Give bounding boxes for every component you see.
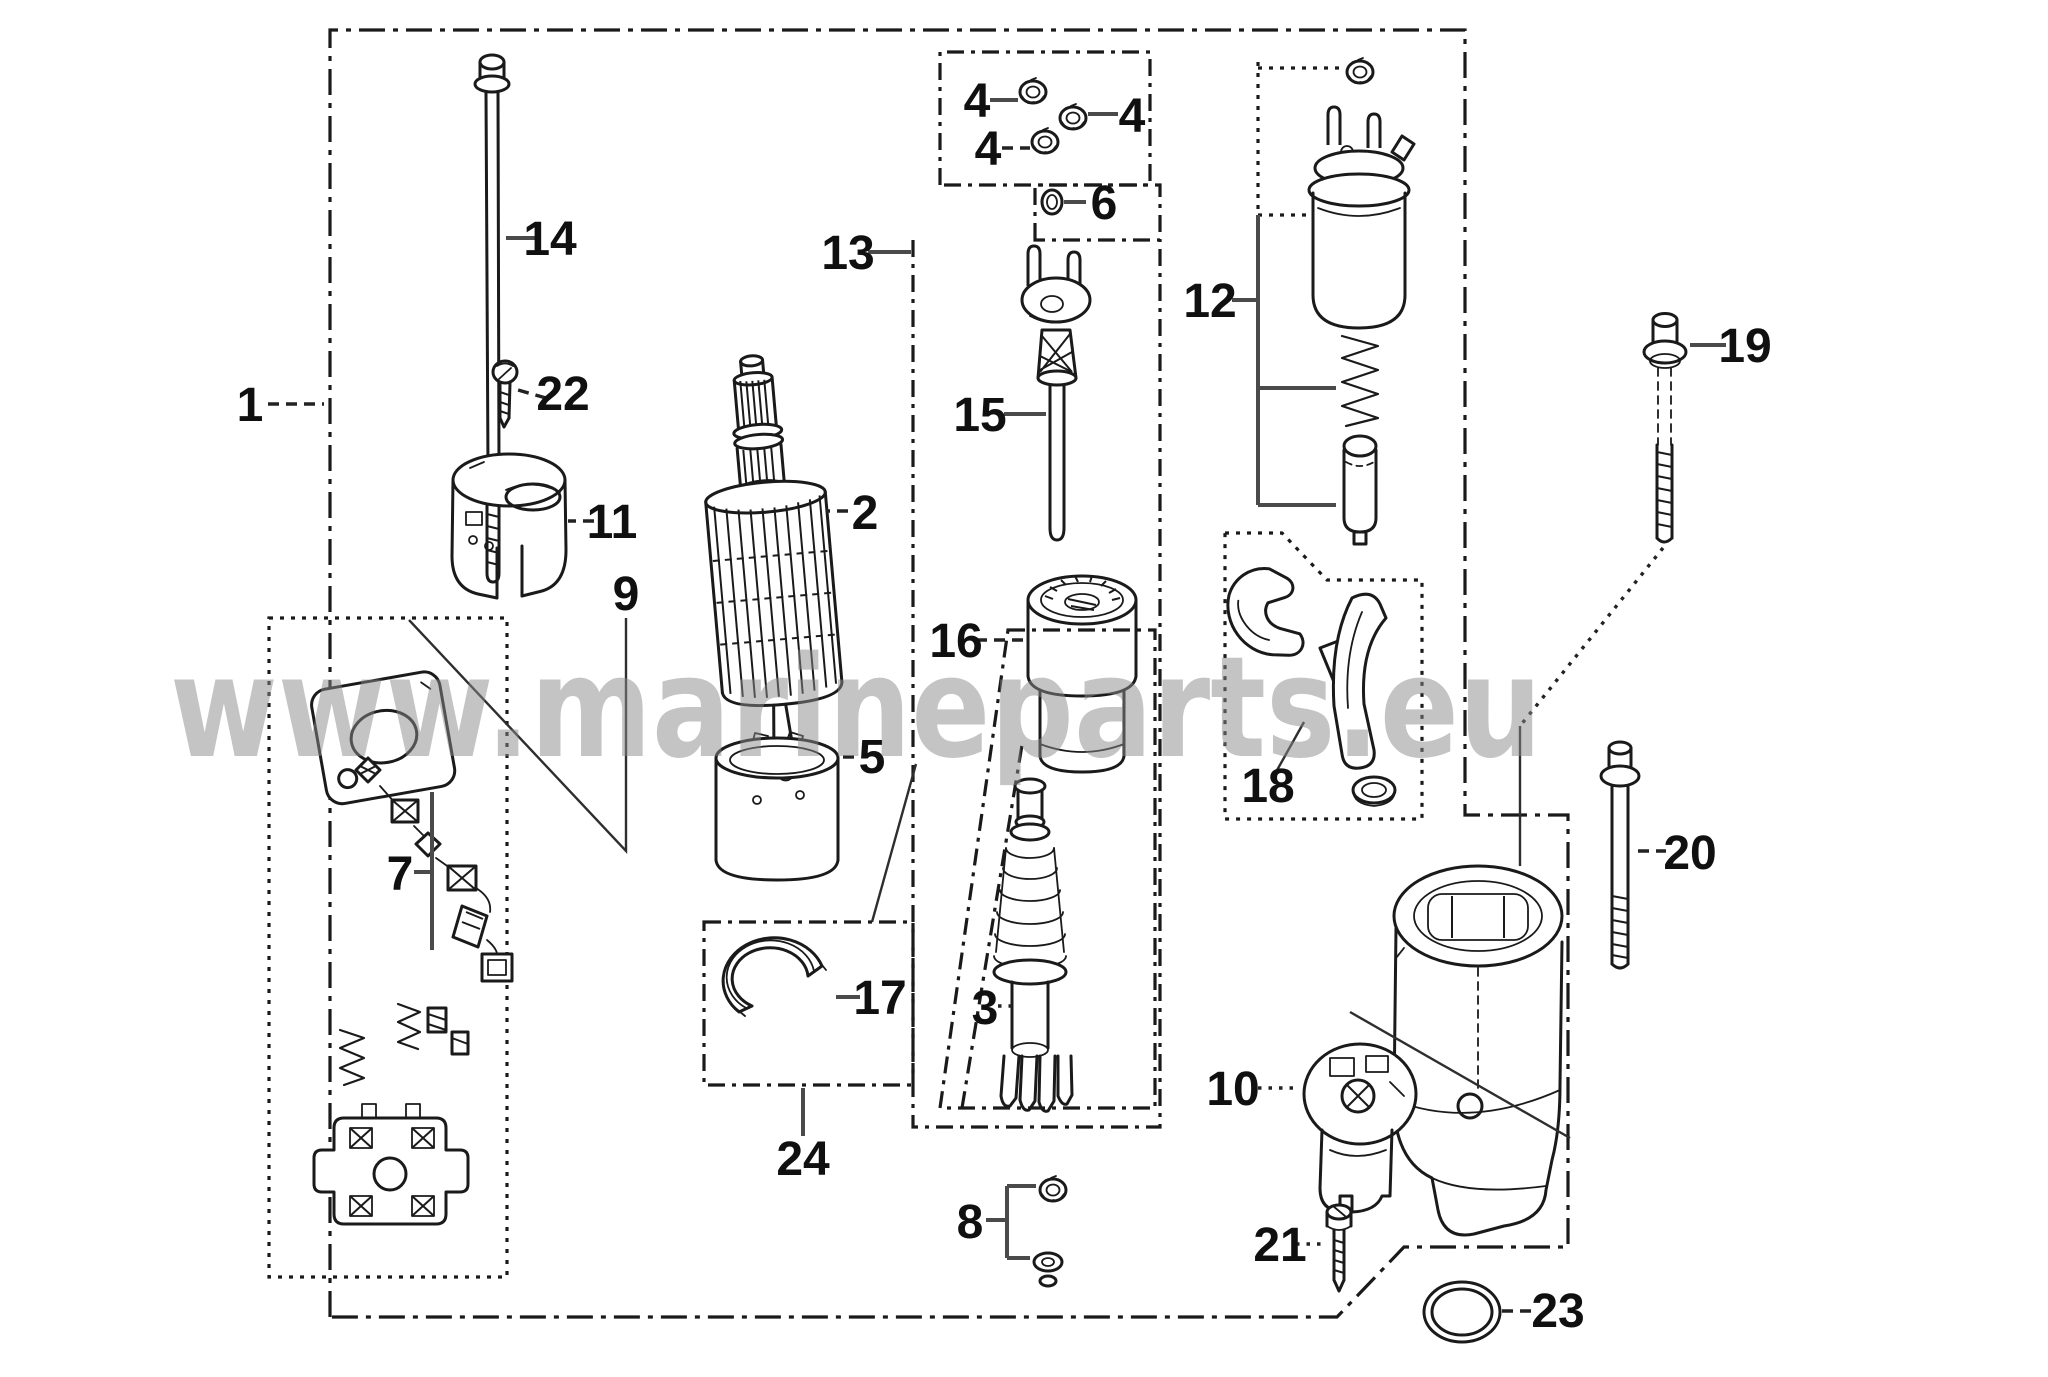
outer-assembly-box	[328, 28, 1570, 1319]
yoke-5	[714, 731, 840, 882]
part-label-20: 20	[1663, 827, 1716, 880]
screw-21	[1325, 1203, 1353, 1293]
part-label-17: 17	[853, 972, 906, 1025]
parts	[310, 53, 1688, 1344]
solenoid-12	[1307, 56, 1416, 546]
part-label-5: 5	[859, 731, 886, 784]
part-label-23: 23	[1531, 1285, 1584, 1338]
oring-group-box	[1033, 183, 1162, 242]
part-label-13: 13	[821, 227, 874, 280]
pinion-gear-3	[992, 777, 1074, 1113]
overrunning-clutch-16	[1026, 574, 1138, 774]
part-label-10: 10	[1206, 1063, 1259, 1116]
clutch-pinion-box	[938, 628, 1157, 1110]
shift-fork-18	[1226, 567, 1397, 807]
part-label-14: 14	[523, 213, 577, 266]
brush-set-7	[312, 756, 514, 1226]
part-label-9: 9	[613, 568, 640, 621]
terminal-nut-washer-8	[1032, 1174, 1068, 1288]
part-label-16: 16	[929, 615, 982, 668]
brush-holder-plate	[312, 1103, 470, 1226]
part-label-7: 7	[387, 848, 414, 901]
part-label-24: 24	[776, 1133, 830, 1186]
part-label-19: 19	[1718, 320, 1771, 373]
part-label-11: 11	[587, 496, 638, 549]
snap-clip-17	[721, 936, 827, 1017]
gasket-plate-9	[310, 670, 457, 806]
bolt-20	[1599, 740, 1641, 970]
pinion-holder-10	[1302, 1042, 1418, 1214]
nut-4a	[1018, 76, 1048, 105]
nut-4c	[1030, 126, 1060, 155]
o-ring-23	[1422, 1280, 1502, 1344]
screw-22	[491, 359, 519, 429]
part-label-22: 22	[536, 368, 589, 421]
part-label-4b: 4	[1119, 90, 1146, 143]
drive-shaft-15	[1020, 244, 1092, 542]
o-ring-6	[1040, 188, 1064, 216]
part-label-4c: 4	[975, 123, 1002, 176]
gear-case-housing	[1349, 864, 1571, 1237]
part-label-6: 6	[1091, 177, 1118, 230]
clip-kit-box-24	[702, 920, 915, 1087]
part-label-12: 12	[1183, 275, 1236, 328]
fork-kit-box-18	[1223, 531, 1424, 821]
part-label-15: 15	[953, 389, 1006, 442]
part-label-21: 21	[1253, 1219, 1306, 1272]
clip-kit-box-pointer	[870, 763, 918, 923]
nut-4b	[1058, 102, 1088, 131]
bolt-19	[1642, 312, 1688, 544]
part-label-4a: 4	[964, 75, 991, 128]
part-label-18: 18	[1241, 760, 1294, 813]
solenoid-bracket-top	[1256, 62, 1344, 217]
end-cap-11	[450, 452, 568, 600]
clutch-pinion-box-innerline	[960, 744, 1024, 1109]
part-label-2: 2	[852, 487, 879, 540]
part-label-8: 8	[957, 1196, 984, 1249]
solenoid-bracket	[1256, 215, 1336, 507]
part-label-1: 1	[237, 379, 264, 432]
shaft-group-box-13	[911, 240, 1162, 1129]
armature-2	[704, 354, 844, 782]
nuts-group-box	[938, 50, 1152, 187]
brush-kit-box-9	[267, 616, 509, 1279]
callouts: 1 2 3 4 4 4 5 6 7 8 9 10 11 12 13 14 15 …	[237, 75, 1772, 1338]
group-boundaries	[267, 28, 1570, 1319]
part-label-3: 3	[972, 982, 999, 1035]
leader-lines	[268, 98, 1726, 1313]
watermark-text: www.marineparts.eu	[170, 627, 1542, 790]
through-bolt-14	[473, 53, 511, 584]
